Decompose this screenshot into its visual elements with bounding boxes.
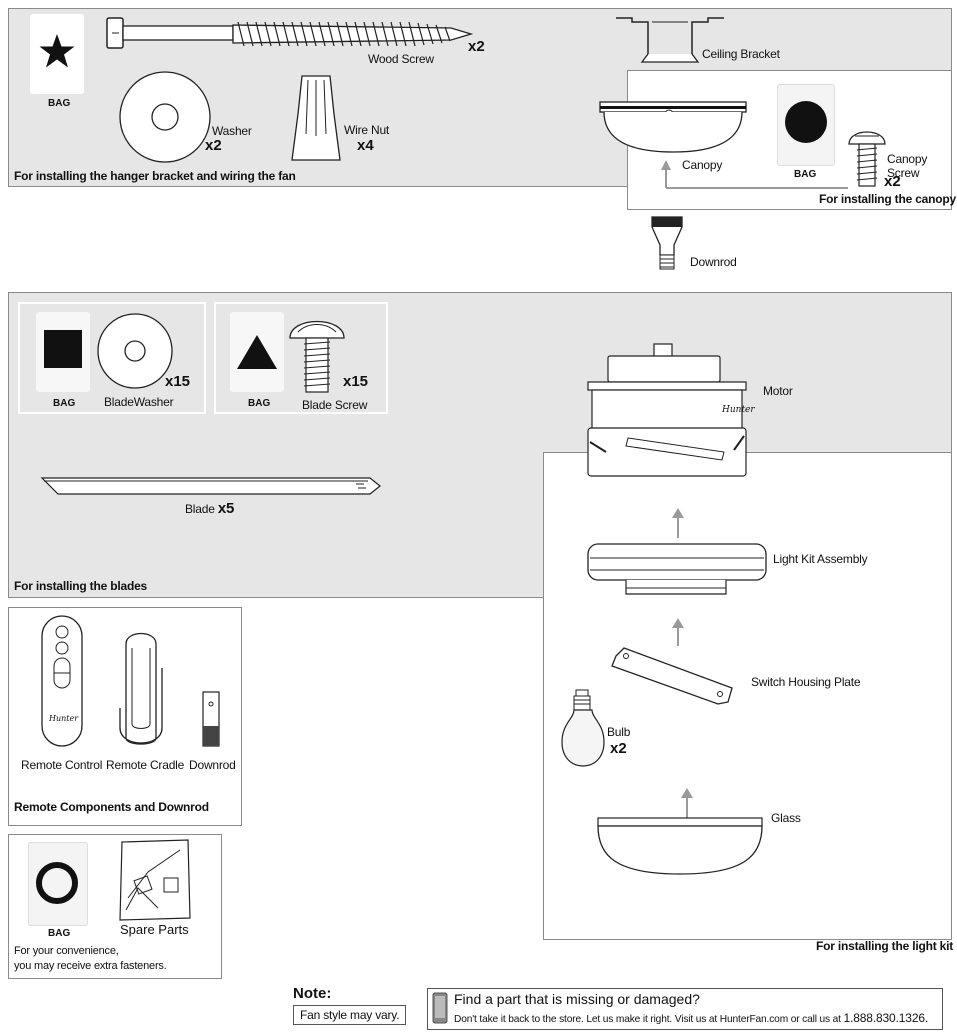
wire-nut-label: Wire Nut xyxy=(344,123,390,137)
light-kit-assembly-icon xyxy=(587,543,767,595)
note-text: Fan style may vary. xyxy=(293,1005,407,1025)
bulb-label: Bulb xyxy=(607,725,631,739)
remote-cradle-label: Remote Cradle xyxy=(106,758,185,772)
square-icon xyxy=(44,330,82,368)
motor-icon xyxy=(587,343,747,477)
spare-parts-bag-icon xyxy=(119,839,191,921)
light-kit-caption: For installing the light kit xyxy=(816,939,954,953)
motor-logo: Hunter xyxy=(722,405,755,415)
canopy-screw-icon xyxy=(848,131,886,187)
blade-qty: x5 xyxy=(217,500,235,517)
wood-screw-label: Wood Screw xyxy=(368,52,434,66)
wire-nut-icon xyxy=(291,75,341,161)
remote-logo: Hunter xyxy=(49,714,79,723)
triangle-bag-label: BAG xyxy=(248,398,271,409)
blade-label: Blade x5 xyxy=(185,500,234,517)
blade-screw-label: Blade Screw xyxy=(302,398,368,412)
arrow-up-icon xyxy=(672,508,684,538)
blade-screw-icon xyxy=(289,320,345,393)
blade-washer-qty: x15 xyxy=(165,373,191,390)
spare-note-line1: For your convenience, xyxy=(14,945,119,957)
ceiling-bracket-label: Ceiling Bracket xyxy=(702,47,780,61)
remote-control-label: Remote Control xyxy=(21,758,103,772)
canopy-icon xyxy=(599,101,747,153)
canopy-bag-label: BAG xyxy=(794,169,817,180)
bulb-qty: x2 xyxy=(610,740,627,757)
downrod-label: Downrod xyxy=(690,255,737,269)
help-heading: Find a part that is missing or damaged? xyxy=(454,991,700,1007)
blade-label-text: Blade xyxy=(185,502,215,516)
blade-washer-icon xyxy=(97,313,173,389)
wood-screw-icon xyxy=(106,17,474,49)
washer-qty: x2 xyxy=(205,137,222,154)
switch-housing-plate-label: Switch Housing Plate xyxy=(751,675,861,689)
canopy-arrow-icon xyxy=(661,160,848,189)
blade-screw-qty: x15 xyxy=(343,373,369,390)
washer-label: Washer xyxy=(212,124,252,138)
help-box xyxy=(427,988,943,1030)
square-bag-label: BAG xyxy=(53,398,76,409)
washer-icon xyxy=(119,71,211,163)
star-bag-label: BAG xyxy=(48,98,71,109)
phone-icon xyxy=(432,992,448,1024)
blades-caption: For installing the blades xyxy=(14,579,148,593)
note-heading: Note: xyxy=(293,985,332,1002)
canopy-caption: For installing the canopy xyxy=(819,192,957,206)
arrow-up-icon xyxy=(672,618,684,646)
ring-icon xyxy=(36,862,78,904)
remote-downrod-label: Downrod xyxy=(189,758,236,772)
arrow-up-icon xyxy=(681,788,693,818)
hanger-caption: For installing the hanger bracket and wi… xyxy=(14,169,296,183)
star-icon xyxy=(39,34,75,68)
switch-housing-plate-icon xyxy=(611,647,733,705)
spare-parts-label: Spare Parts xyxy=(120,922,189,937)
help-body: Don't take it back to the store. Let us … xyxy=(454,1011,928,1025)
blade-washer-label: BladeWasher xyxy=(104,395,174,409)
glass-icon xyxy=(597,817,763,875)
triangle-icon xyxy=(237,335,277,369)
small-downrod-icon xyxy=(202,691,220,747)
downrod-icon xyxy=(651,216,683,270)
remote-cradle-icon xyxy=(119,632,163,745)
remote-control-icon xyxy=(41,615,83,747)
help-body-text: Don't take it back to the store. Let us … xyxy=(454,1014,841,1025)
remote-caption: Remote Components and Downrod xyxy=(14,800,209,814)
wood-screw-qty: x2 xyxy=(468,38,485,55)
canopy-screw-label: Canopy Screw xyxy=(887,152,928,180)
circle-filled-icon xyxy=(785,101,827,143)
light-kit-assembly-label: Light Kit Assembly xyxy=(773,552,868,566)
blade-icon xyxy=(40,477,381,495)
ceiling-bracket-icon xyxy=(616,17,724,63)
wire-nut-qty: x4 xyxy=(357,137,374,154)
canopy-label: Canopy xyxy=(682,158,723,172)
help-phone[interactable]: 1.888.830.1326. xyxy=(843,1011,929,1025)
spare-note-line2: you may receive extra fasteners. xyxy=(14,960,167,972)
glass-label: Glass xyxy=(771,811,801,825)
bulb-icon xyxy=(561,689,605,767)
motor-label: Motor xyxy=(763,384,793,398)
ring-bag-label: BAG xyxy=(48,928,71,939)
canopy-screw-qty: x2 xyxy=(884,173,901,190)
